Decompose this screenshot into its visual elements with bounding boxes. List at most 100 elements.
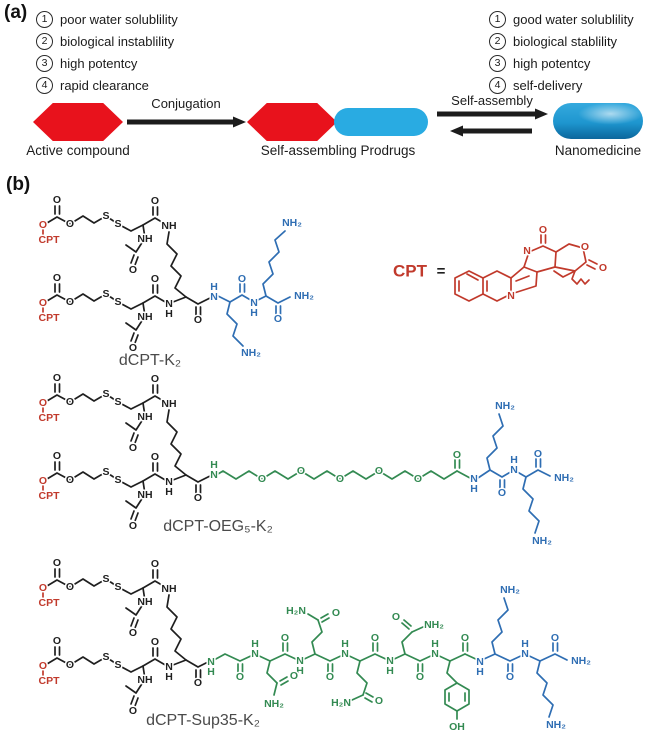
atom-label: CPT bbox=[39, 412, 61, 424]
panel-a-left-list: 1 poor water solublility 2 biological inst… bbox=[36, 8, 178, 96]
list-item-text: biological stablility bbox=[513, 33, 618, 49]
atom-label: O bbox=[66, 218, 74, 230]
atom-label: O bbox=[129, 442, 137, 454]
atom-label: N bbox=[386, 655, 394, 667]
atom-label: H₂N bbox=[286, 605, 306, 617]
atom-label: N bbox=[250, 297, 258, 309]
atom-label: NH₂ bbox=[294, 290, 314, 302]
atom-label: N bbox=[476, 656, 484, 668]
atom-label: NH₂ bbox=[264, 698, 284, 710]
atom-label: O bbox=[332, 607, 340, 619]
atom-label: NH₂ bbox=[554, 472, 574, 484]
atom-label: NH₂ bbox=[424, 619, 444, 631]
atom-label: H bbox=[341, 638, 349, 650]
scheme-arrow bbox=[450, 125, 532, 137]
atom-label: O bbox=[129, 627, 137, 639]
prodrug-caption: Self-assembling Prodrugs bbox=[260, 143, 416, 158]
atom-label: O bbox=[39, 297, 47, 309]
atom-label: O bbox=[375, 465, 383, 477]
atom-label: O bbox=[129, 264, 137, 276]
atom-label: NH bbox=[161, 398, 176, 410]
atom-label: OH bbox=[449, 721, 465, 733]
atom-label: H bbox=[386, 665, 394, 677]
atom-label: O bbox=[274, 313, 282, 325]
atom-label: O bbox=[151, 373, 159, 385]
atom-label: S bbox=[102, 288, 109, 300]
circled-number: 2 bbox=[36, 32, 53, 50]
list-item-text: rapid clearance bbox=[60, 77, 149, 93]
atom-label: O bbox=[66, 474, 74, 486]
scheme-arrow bbox=[437, 108, 548, 120]
atom-label: O bbox=[53, 557, 61, 569]
atom-label: O bbox=[297, 465, 305, 477]
atom-label: O bbox=[336, 473, 344, 485]
atom-label: O bbox=[281, 632, 289, 644]
atom-label: O bbox=[53, 450, 61, 462]
circled-number: 1 bbox=[489, 10, 506, 28]
atom-label: S bbox=[114, 218, 121, 230]
atom-label: O bbox=[534, 448, 542, 460]
atom-label: CPT bbox=[39, 597, 61, 609]
atom-label: O bbox=[236, 671, 244, 683]
prodrug-tail-capsule bbox=[334, 108, 428, 136]
atom-label: O bbox=[461, 632, 469, 644]
atom-label: O bbox=[53, 272, 61, 284]
atom-label: N bbox=[523, 245, 531, 257]
atom-label: O bbox=[39, 660, 47, 672]
compound-name-dcpt-k2: dCPT-K₂ bbox=[118, 352, 182, 369]
atom-label: N bbox=[165, 298, 173, 310]
atom-label: CPT bbox=[39, 675, 61, 687]
list-item: 2 biological instablility bbox=[36, 30, 178, 52]
atom-label: N bbox=[341, 648, 349, 660]
atom-label: O bbox=[375, 695, 383, 707]
atom-label: NH₂ bbox=[571, 655, 591, 667]
list-item-text: biological instablility bbox=[60, 33, 175, 49]
atom-label: O bbox=[194, 677, 202, 689]
atom-label: O bbox=[414, 473, 422, 485]
circled-number: 3 bbox=[36, 54, 53, 72]
atom-label: O bbox=[194, 314, 202, 326]
atom-label: O bbox=[151, 451, 159, 463]
atom-label: O bbox=[581, 241, 589, 253]
atom-label: S bbox=[114, 659, 121, 671]
atom-label: N bbox=[207, 656, 215, 668]
atom-label: S bbox=[102, 210, 109, 222]
atom-label: O bbox=[151, 558, 159, 570]
atom-label: O bbox=[129, 342, 137, 354]
atom-label: CPT bbox=[39, 312, 61, 324]
active-compound-caption: Active compound bbox=[26, 143, 130, 158]
atom-label: NH₂ bbox=[282, 217, 302, 229]
atom-label: NH bbox=[137, 411, 152, 423]
atom-label: NH₂ bbox=[500, 584, 520, 596]
atom-label: O bbox=[453, 449, 461, 461]
atom-label: CPT bbox=[39, 490, 61, 502]
atom-label: O bbox=[238, 273, 246, 285]
circled-number: 3 bbox=[489, 54, 506, 72]
atom-label: H bbox=[207, 666, 215, 678]
atom-label: H bbox=[251, 638, 259, 650]
circled-number: 1 bbox=[36, 10, 53, 28]
list-item-text: poor water solublility bbox=[60, 11, 178, 27]
atom-label: O bbox=[66, 659, 74, 671]
atom-label: O bbox=[53, 372, 61, 384]
atom-label: H bbox=[210, 281, 218, 293]
panel-b-label: (b) bbox=[6, 174, 31, 195]
atom-label: O bbox=[66, 296, 74, 308]
atom-label: H bbox=[165, 671, 173, 683]
atom-label: O bbox=[66, 581, 74, 593]
atom-label: O bbox=[551, 632, 559, 644]
atom-label: NH bbox=[161, 583, 176, 595]
atom-label: NH₂ bbox=[495, 400, 515, 412]
atom-label: O bbox=[39, 582, 47, 594]
atom-label: N bbox=[521, 648, 529, 660]
atom-label: NH bbox=[137, 233, 152, 245]
list-item-text: self-delivery bbox=[513, 77, 583, 93]
active-compound-shape bbox=[33, 103, 123, 141]
